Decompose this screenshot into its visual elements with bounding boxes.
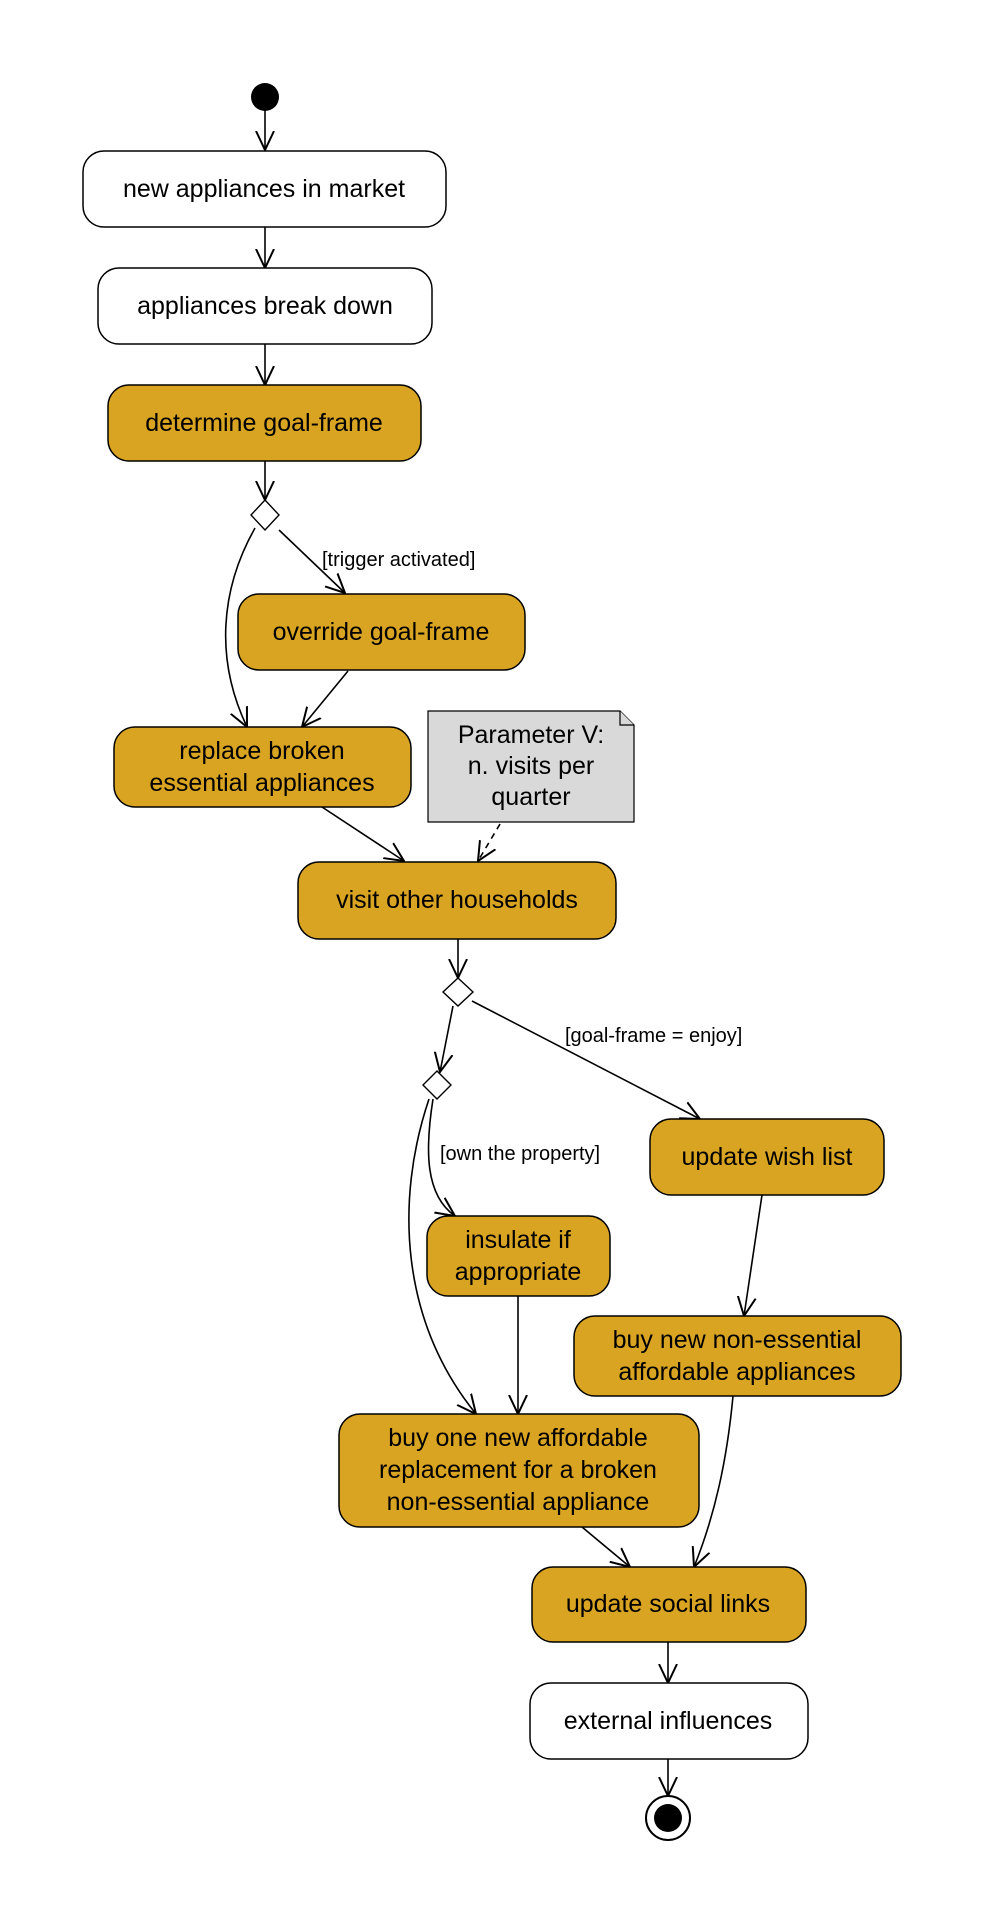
activity-determine-goal-frame: determine goal-frame: [107, 384, 422, 462]
activity-new-appliances: new appliances in market: [82, 150, 447, 228]
edge-decision2-to-buy-replacement: [408, 1098, 476, 1414]
edge-decision-to-override: [278, 529, 345, 593]
activity-insulate: insulate if appropriate: [426, 1215, 611, 1297]
activity-visit-households-label: visit other households: [336, 886, 578, 914]
edge-decision-to-wish-list: [471, 1000, 700, 1119]
edge-buy-replacement-to-social: [581, 1526, 630, 1567]
parameter-note: Parameter V: n. visits per quarter: [427, 710, 635, 823]
parameter-note-line-3: quarter: [491, 783, 570, 811]
activity-external-influences-label: external influences: [564, 1707, 772, 1735]
activity-external-influences: external influences: [529, 1682, 809, 1760]
edge-decision2-to-insulate: [427, 1098, 455, 1216]
activity-override-goal-frame-label: override goal-frame: [273, 618, 490, 646]
activity-appliances-break-down-label: appliances break down: [137, 292, 393, 320]
activity-buy-replacement-label-line-1: buy one new affordable: [388, 1424, 647, 1452]
activity-buy-non-essential-label-line-1: buy new non-essential: [613, 1326, 862, 1354]
activity-buy-non-essential-label-line-2: affordable appliances: [618, 1358, 855, 1386]
guard-own-property: [own the property]: [440, 1143, 600, 1165]
edge-decision-to-decision2: [440, 1005, 454, 1072]
edge-wish-list-to-buy-non-essential: [744, 1194, 763, 1316]
activity-update-social-links: update social links: [531, 1566, 807, 1643]
activity-replace-essential: replace broken essential appliances: [113, 726, 412, 808]
edge-note-to-visit: [478, 823, 501, 861]
parameter-note-line-1: Parameter V:: [458, 721, 604, 749]
decision-node-goal-frame: [250, 498, 280, 532]
activity-buy-replacement-label-line-2: replacement for a broken: [379, 1456, 657, 1484]
edge-override-to-replace: [302, 670, 349, 727]
decision-node-ownership: [422, 1070, 452, 1100]
edge-decision-to-replace: [224, 527, 256, 727]
decision-node-after-visit: [441, 977, 475, 1007]
activity-new-appliances-label: new appliances in market: [123, 175, 405, 203]
activity-appliances-break-down: appliances break down: [97, 267, 433, 345]
activity-insulate-label-line-2: appropriate: [455, 1258, 581, 1286]
activity-visit-households: visit other households: [297, 861, 617, 940]
activity-replace-essential-label-line-2: essential appliances: [149, 769, 374, 797]
parameter-note-line-2: n. visits per: [468, 752, 594, 780]
activity-replace-essential-label-line-1: replace broken: [179, 737, 344, 765]
edge-buy-non-essential-to-social: [694, 1395, 734, 1567]
start-node: [251, 83, 279, 111]
guard-goal-frame-enjoy: [goal-frame = enjoy]: [565, 1025, 742, 1047]
activity-update-wish-list-label: update wish list: [682, 1143, 853, 1171]
guard-trigger-activated: [trigger activated]: [322, 549, 475, 571]
activity-update-wish-list: update wish list: [649, 1118, 885, 1196]
activity-buy-replacement: buy one new affordable replacement for a…: [338, 1413, 700, 1528]
activity-buy-replacement-label-line-3: non-essential appliance: [387, 1488, 650, 1516]
end-node: [645, 1795, 691, 1841]
activity-update-social-links-label: update social links: [566, 1590, 770, 1618]
activity-override-goal-frame: override goal-frame: [237, 593, 526, 671]
edge-replace-to-visit: [321, 806, 404, 861]
activity-buy-non-essential: buy new non-essential affordable applian…: [573, 1315, 902, 1397]
activity-insulate-label-line-1: insulate if: [465, 1226, 571, 1254]
activity-determine-goal-frame-label: determine goal-frame: [145, 409, 383, 437]
